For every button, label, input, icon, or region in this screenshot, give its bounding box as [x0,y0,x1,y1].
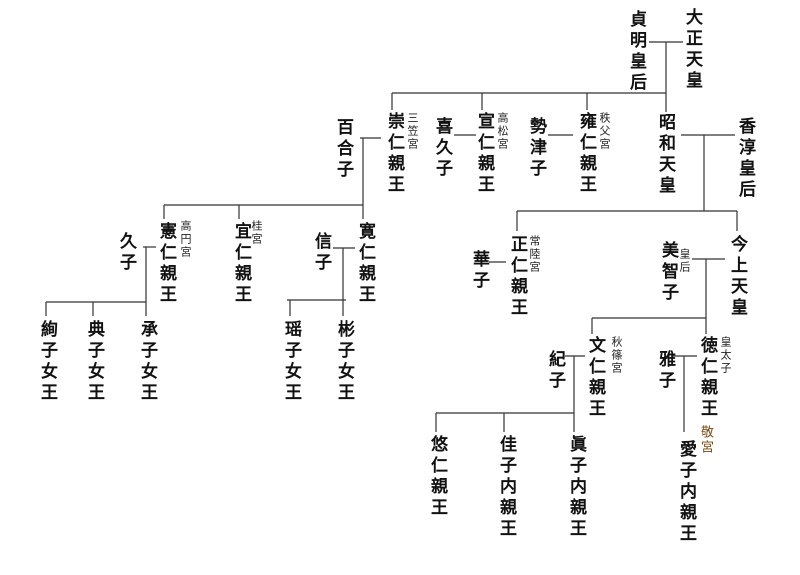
person-noriko: 典子女王 [84,320,104,404]
person-naruhito: 徳仁親王 [697,336,717,420]
person-kako: 佳子内親王 [496,435,516,540]
title-hitachi: 常陸宮 [528,235,541,274]
person-aiko: 愛子内親王 [676,440,696,545]
person-hisako: 久子 [116,232,136,274]
person-nobuko: 信子 [311,232,331,274]
person-norihito: 憲仁親王 [156,222,176,306]
person-kikuko: 喜久子 [432,117,452,180]
person-hanako: 華子 [469,250,489,292]
person-current-emperor: 今上天皇 [727,235,747,319]
person-empress-kojun: 香淳皇后 [735,117,755,201]
person-yoshihito: 宜仁親王 [231,222,251,306]
title-takamatsu: 高松宮 [496,112,509,151]
person-yoko: 瑶子女王 [281,320,301,404]
title-akishino: 秋篠宮 [610,336,623,375]
person-takahito: 崇仁親王 [384,112,404,196]
person-showa-emperor: 昭和天皇 [655,113,675,197]
person-yasuhito: 雍仁親王 [576,112,596,196]
person-hisahito: 悠仁親王 [427,435,447,519]
person-akiko: 彬子女王 [334,320,354,404]
title-katsura: 桂宮 [250,220,263,246]
person-taisho-emperor: 大正天皇 [682,8,702,92]
person-nobuhito: 宣仁親王 [474,112,494,196]
person-mako: 眞子内親王 [566,435,586,540]
person-fumihito: 文仁親王 [585,336,605,420]
person-masahito: 正仁親王 [507,235,527,319]
title-takamado: 高円宮 [179,220,192,259]
title-chichibu: 秩父宮 [598,112,611,151]
person-ayako: 絢子女王 [37,320,57,404]
person-tsuguko: 承子女王 [137,320,157,404]
person-setsuko: 勢津子 [526,117,546,180]
person-tomohito: 寛仁親王 [355,222,375,306]
title-toshi: 敬宮 [698,425,713,455]
person-kiko: 紀子 [545,350,565,392]
title-crown-prince: 皇太子 [719,336,732,375]
person-michiko: 美智子 [658,241,678,304]
person-yuriko: 百合子 [333,118,353,181]
title-mikasa: 三笠宮 [406,112,419,151]
person-masako: 雅子 [655,350,675,392]
person-empress-teimei: 貞明皇后 [626,10,646,94]
title-empress: 皇后 [678,248,691,274]
